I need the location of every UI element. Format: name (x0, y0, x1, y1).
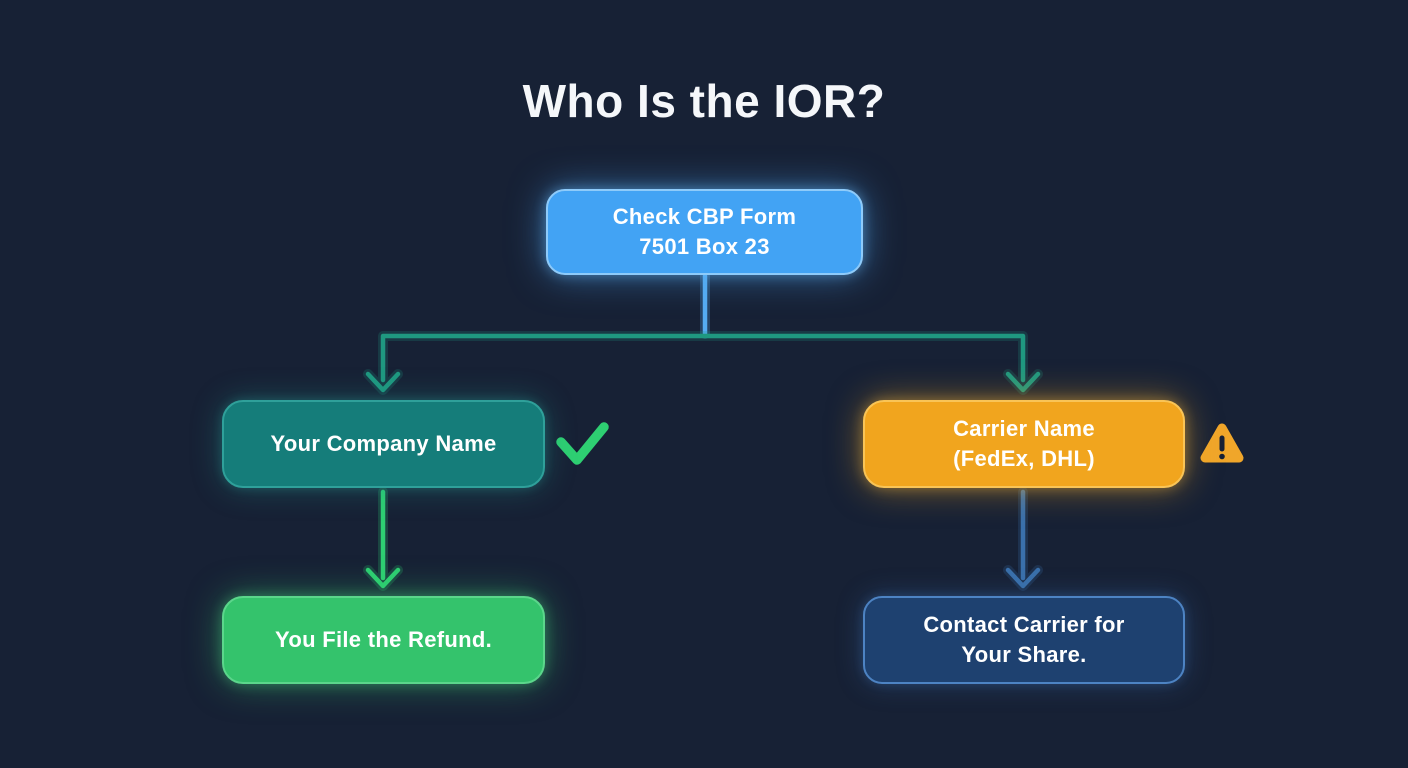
connector-branch-split (363, 331, 1043, 395)
connector-carrier-to-contact (1003, 487, 1043, 591)
node-label-line: Your Company Name (270, 431, 497, 456)
node-label-line: 7501 Box 23 (639, 234, 770, 259)
node-you-file-refund: You File the Refund. (222, 596, 545, 684)
node-label-line: Check CBP Form (612, 204, 797, 229)
node-your-company-name: Your Company Name (222, 400, 545, 488)
node-contact-carrier: Contact Carrier for Your Share. (863, 596, 1185, 684)
check-icon (556, 422, 609, 465)
page-title: Who Is the IOR? (522, 75, 886, 127)
node-label-line: Carrier Name (953, 416, 1095, 441)
node-label-line: (FedEx, DHL) (953, 446, 1095, 471)
connector-company-to-refund (363, 487, 403, 591)
node-check-cbp-form: Check CBP Form 7501 Box 23 (546, 189, 863, 275)
warning-icon (1200, 423, 1244, 463)
node-label-line: You File the Refund. (274, 627, 493, 652)
node-label-line: Contact Carrier for (923, 612, 1125, 637)
node-label-line: Your Share. (961, 642, 1087, 667)
node-carrier-name: Carrier Name (FedEx, DHL) (863, 400, 1185, 488)
